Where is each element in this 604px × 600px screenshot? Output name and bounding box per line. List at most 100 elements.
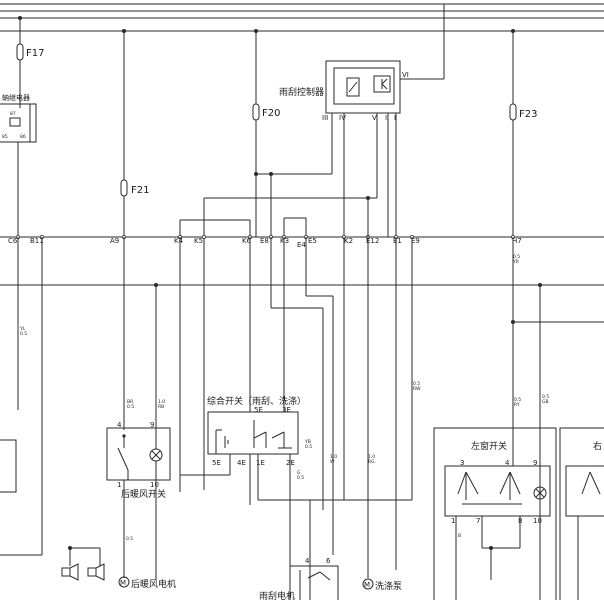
svg-text:M: M <box>120 579 126 587</box>
svg-text:0.5: 0.5 <box>542 394 549 400</box>
fuse-f23-icon <box>509 103 517 121</box>
svg-text:BR: BR <box>127 399 133 405</box>
svg-text:1.0: 1.0 <box>368 454 375 460</box>
svg-text:GB: GB <box>542 399 549 405</box>
right-window-switch-partial: 右 <box>559 427 604 600</box>
svg-text:III: III <box>322 114 328 122</box>
rear-blower-switch-label: 后暖风开关 <box>121 488 166 500</box>
svg-text:E9: E9 <box>411 237 420 245</box>
svg-text:E12: E12 <box>366 237 379 245</box>
svg-text:1E: 1E <box>256 459 265 467</box>
right-window-switch-label: 右 <box>593 440 602 452</box>
svg-text:K4: K4 <box>174 237 184 245</box>
washer-pump: M 洗涤泵 <box>362 578 402 592</box>
svg-text:0.5: 0.5 <box>20 331 27 337</box>
fuse-f23-branch: F23 <box>509 29 537 237</box>
window-indicator-icon <box>533 486 547 500</box>
svg-text:10: 10 <box>150 481 159 489</box>
washer-pump-label: 洗涤泵 <box>375 580 402 592</box>
svg-text:5E: 5E <box>254 406 263 414</box>
relay-partial-label: 蚋继电器 <box>2 93 30 102</box>
svg-text:85: 85 <box>2 134 8 140</box>
svg-text:0.5: 0.5 <box>127 404 134 410</box>
fuse-f21-branch: F21 <box>120 29 149 237</box>
wiper-controller-label: 雨刮控制器 <box>279 86 324 98</box>
pump-motor-icon <box>362 578 374 590</box>
svg-text:9: 9 <box>150 421 154 429</box>
svg-text:1.0: 1.0 <box>158 399 165 405</box>
fuse-f20-branch: F20 <box>252 29 332 237</box>
controller-relay-coil-icon <box>346 77 360 97</box>
rear-blower-switch: 4 9 1 10 后暖风开关 <box>106 283 171 580</box>
left-actuators <box>0 439 105 581</box>
svg-text:E5: E5 <box>308 237 317 245</box>
wiper-controller: 雨刮控制器 VI III IV V II I <box>279 4 445 237</box>
svg-text:W: W <box>330 459 335 465</box>
svg-text:0.5: 0.5 <box>126 536 133 542</box>
svg-text:0.5: 0.5 <box>513 254 520 260</box>
controller-contact-icon <box>373 75 391 93</box>
svg-text:K2: K2 <box>344 237 353 245</box>
svg-text:RY: RY <box>514 402 520 408</box>
left-window-switch: 左窗开关 3 4 9 1 7 8 10 <box>433 427 557 600</box>
combo-switch: 综合开关（雨刮、洗涤） 5E 3E 5E 4E 1E 2E <box>180 395 344 600</box>
svg-text:3E: 3E <box>282 406 291 414</box>
svg-text:7: 7 <box>476 517 480 525</box>
svg-text:0.5: 0.5 <box>514 397 521 403</box>
wiper-motor-label: 雨刮电机 <box>259 590 295 600</box>
fuse-f20-icon <box>252 103 260 121</box>
svg-text:RW: RW <box>413 386 421 392</box>
svg-text:I: I <box>394 114 396 122</box>
svg-text:4: 4 <box>505 459 510 467</box>
rear-blower-motor-label: 后暖风电机 <box>131 578 176 590</box>
svg-text:E8: E8 <box>260 237 269 245</box>
svg-text:4: 4 <box>305 557 310 565</box>
svg-text:M: M <box>364 581 370 589</box>
svg-text:E1: E1 <box>393 237 402 245</box>
svg-text:10: 10 <box>533 517 542 525</box>
fuse-f21-label: F21 <box>131 185 149 196</box>
svg-text:RG: RG <box>368 459 375 465</box>
svg-text:0.5: 0.5 <box>297 475 304 481</box>
svg-text:1: 1 <box>451 517 455 525</box>
wire-codes: YL 0.5 BR 0.5 1.0 RB YB 0.5 G 0.5 1.0 W … <box>19 254 549 542</box>
svg-text:RB: RB <box>158 404 164 410</box>
fuse-f20-label: F20 <box>262 108 280 119</box>
wiper-motor: 4 6 雨刮电机 <box>259 557 339 600</box>
svg-text:YL: YL <box>19 326 26 332</box>
svg-text:0.5: 0.5 <box>305 444 312 450</box>
svg-text:9: 9 <box>533 459 537 467</box>
power-bus <box>0 3 604 32</box>
connector-labels: C6 B11 A9 K4 K5 K6 E8 K3 E5 E4 K2 E12 E1… <box>8 237 522 249</box>
left-window-switch-label: 左窗开关 <box>471 440 507 452</box>
svg-text:0.5: 0.5 <box>413 381 420 387</box>
fuse-f23-label: F23 <box>519 109 537 120</box>
fuse-f17-branch: F17 <box>16 16 44 108</box>
svg-text:87: 87 <box>10 111 16 117</box>
relay-partial: 蚋继电器 87 85 86 <box>0 93 37 237</box>
svg-text:4: 4 <box>117 421 122 429</box>
svg-text:1: 1 <box>117 481 121 489</box>
svg-text:K3: K3 <box>280 237 289 245</box>
svg-text:YB: YB <box>304 439 311 445</box>
fuse-f21-icon <box>120 179 128 197</box>
svg-text:A9: A9 <box>110 237 119 245</box>
svg-text:K6: K6 <box>242 237 252 245</box>
svg-text:E4: E4 <box>297 241 306 249</box>
routing-wires <box>179 174 377 490</box>
svg-text:IV: IV <box>339 114 346 122</box>
svg-text:4E: 4E <box>237 459 246 467</box>
svg-text:H7: H7 <box>512 237 522 245</box>
svg-text:K5: K5 <box>194 237 203 245</box>
svg-text:3: 3 <box>460 459 464 467</box>
svg-text:B: B <box>458 533 461 539</box>
svg-text:86: 86 <box>20 134 26 140</box>
motor-icon <box>118 576 130 588</box>
fuse-f17-icon <box>16 43 24 61</box>
svg-text:YR: YR <box>512 259 519 265</box>
combo-switch-label: 综合开关（雨刮、洗涤） <box>207 395 306 407</box>
svg-text:1.0: 1.0 <box>330 454 337 460</box>
rear-blower-motor: M 后暖风电机 <box>118 576 176 590</box>
svg-text:B11: B11 <box>30 237 44 245</box>
